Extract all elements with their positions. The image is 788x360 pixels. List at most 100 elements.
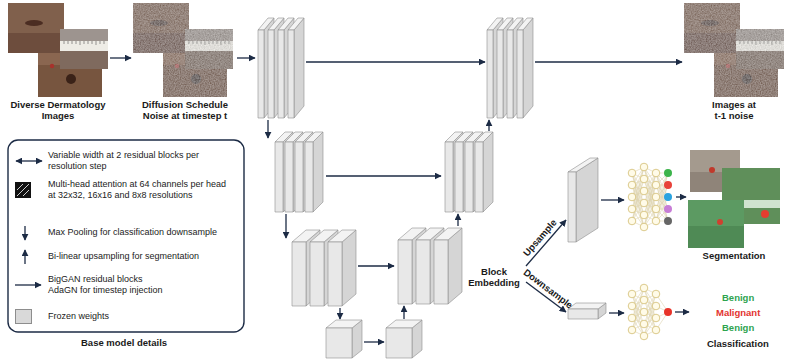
network-neuron <box>640 223 648 231</box>
network-neuron <box>640 199 648 207</box>
network-neuron <box>628 193 636 201</box>
network-neuron <box>628 181 636 189</box>
network-neuron <box>640 320 648 328</box>
flow-arrows <box>267 120 268 138</box>
legend-text: Variable width at 2 residual blocks per … <box>48 150 240 172</box>
layer-slab <box>448 228 462 304</box>
layer-slab <box>513 18 523 118</box>
layer-slab <box>386 328 412 358</box>
layer-slab <box>284 18 294 118</box>
segmentation-images <box>761 210 769 218</box>
legend-panel <box>8 140 244 332</box>
legend-panel <box>15 182 31 198</box>
layer-slab <box>258 30 264 118</box>
flow-arrows <box>326 175 441 176</box>
layer-slab <box>568 158 598 172</box>
layer-slab <box>288 18 304 30</box>
layer-slab <box>475 132 493 142</box>
legend-panel <box>17 184 29 196</box>
branch-label: Downsample <box>521 266 574 310</box>
network-neuron <box>652 193 660 201</box>
layer-slab <box>493 18 503 118</box>
network-neuron <box>628 169 636 177</box>
layer-slab <box>434 240 448 304</box>
layer-slab <box>517 30 523 118</box>
layer-slab <box>310 242 324 306</box>
output-neuron <box>664 217 672 225</box>
network-neuron <box>640 175 648 183</box>
network-link <box>656 185 668 221</box>
layer-slab <box>487 30 493 118</box>
output-neuron <box>664 308 672 316</box>
segmentation-images <box>688 200 744 248</box>
image-caption: Images at t-1 noise <box>709 99 759 121</box>
layer-slab <box>386 320 422 328</box>
image-caption: Diffusion Schedule Noise at timestep t <box>131 99 239 121</box>
flow-arrow <box>110 57 131 58</box>
block-label: Block Embedding <box>464 266 524 288</box>
output-neuron <box>664 181 672 189</box>
segmentation-images <box>688 226 744 248</box>
segmentation-images <box>717 219 723 225</box>
legend-text: Bi-linear upsampling for segmentation <box>48 251 240 262</box>
layer-slab <box>295 142 303 212</box>
output-neuron <box>664 169 672 177</box>
flow-arrows <box>457 214 458 226</box>
flow-arrows <box>675 311 689 312</box>
layer-slab <box>264 18 274 118</box>
network-neuron <box>652 314 660 322</box>
layer-slab <box>568 172 576 242</box>
network-neuron <box>628 290 636 298</box>
network-neuron <box>652 302 660 310</box>
network-neuron <box>628 302 636 310</box>
legend-text: Max Pooling for classification downsampl… <box>48 227 240 238</box>
image-group: Segmentation <box>684 146 784 270</box>
segmentation-images <box>688 150 780 248</box>
layer-slab <box>342 230 356 306</box>
legend-title: Base model details <box>81 337 167 348</box>
image-group: Images at t-1 noise <box>684 2 784 126</box>
layer-slab <box>507 30 513 118</box>
network-neuron <box>640 332 648 340</box>
layer-slab <box>445 142 453 212</box>
layer-slab <box>283 132 293 212</box>
flow-arrows <box>364 341 384 342</box>
layer-slab <box>305 142 313 212</box>
network-neuron <box>628 326 636 334</box>
segmentation-images <box>709 167 715 173</box>
flow-arrows <box>237 57 255 58</box>
image-group: Diffusion Schedule Noise at timestep t <box>131 2 239 126</box>
layer-slab <box>294 18 304 118</box>
legend-text: Frozen weights <box>48 311 240 322</box>
layer-slab <box>275 142 283 212</box>
network-neuron <box>640 187 648 195</box>
output-caption: Classification <box>707 338 769 349</box>
network-neuron <box>640 284 648 292</box>
network-neuron <box>652 205 660 213</box>
flow-arrows <box>601 199 624 200</box>
denoised-image-stack <box>684 3 784 97</box>
image-caption: Diverse Dermatology Images <box>6 99 110 121</box>
network-neuron <box>652 326 660 334</box>
layer-slab <box>475 142 483 212</box>
layer-slab <box>576 158 598 242</box>
unet-blocks <box>258 18 606 358</box>
output-neuron <box>664 193 672 201</box>
legend-panel <box>15 284 41 285</box>
image-caption: Segmentation <box>684 250 784 261</box>
layer-slab <box>398 240 412 304</box>
class-label: Malignant <box>716 307 760 318</box>
flow-arrows <box>306 61 485 62</box>
noisy-image-stack <box>133 3 233 97</box>
flow-arrows <box>609 312 624 313</box>
layer-slab <box>293 132 303 212</box>
legend-panel <box>24 226 25 240</box>
flow-arrows <box>285 214 286 238</box>
network-neuron <box>652 169 660 177</box>
network-neuron <box>628 217 636 225</box>
layer-slab <box>523 18 533 118</box>
flow-arrows <box>676 196 686 197</box>
layer-slab <box>473 132 483 212</box>
network-neuron <box>628 205 636 213</box>
